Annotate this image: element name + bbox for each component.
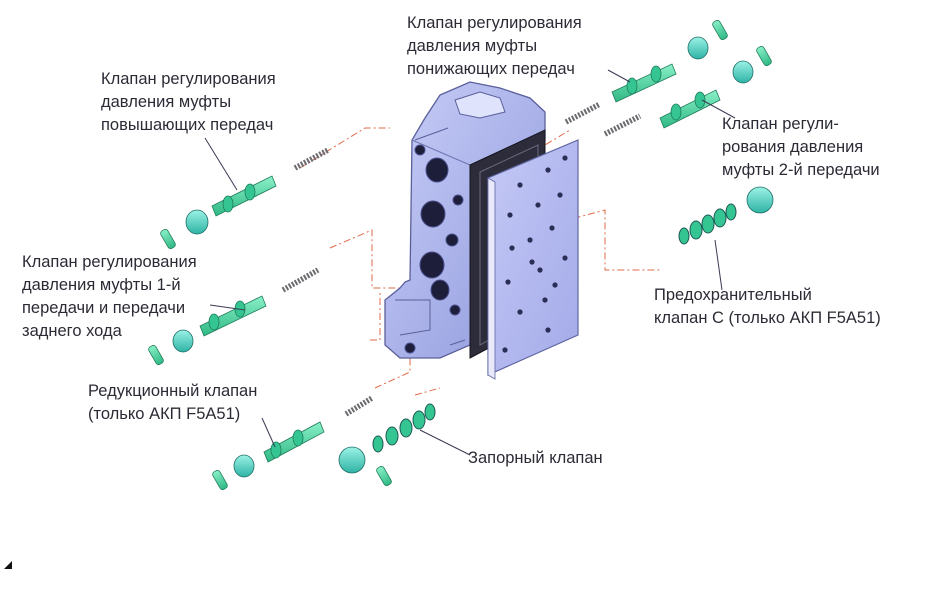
leader-downshift — [607, 69, 631, 83]
label-upshift-clutch-valve: Клапан регулирования давления муфты повы… — [101, 70, 276, 134]
axis-line — [519, 129, 571, 161]
axis-line — [529, 209, 660, 271]
plate-holes — [502, 155, 568, 353]
separator-plate — [487, 139, 579, 380]
label-reducing-valve: Редукционный клапан (только АКП F5A51) — [88, 382, 258, 423]
valve-check-parts — [338, 403, 436, 486]
spring-reducing — [344, 395, 374, 417]
axis-line — [329, 229, 405, 289]
label-safety-valve-c: Предохранительный клапан C (только АКП F… — [654, 286, 881, 327]
valve-reducing-parts — [212, 421, 325, 490]
label-check-valve: Запорный клапан — [468, 449, 603, 467]
leader-safety-c — [714, 239, 723, 291]
valve-safety-c-parts — [678, 186, 774, 245]
axis-line — [414, 387, 441, 396]
valve-upshift-parts — [160, 175, 277, 249]
leader-first-reverse — [209, 304, 246, 311]
corner-marker-icon — [4, 561, 12, 569]
leader-second-gear — [701, 99, 736, 119]
spring-upshift — [293, 147, 330, 171]
valve-downshift-parts — [611, 20, 728, 103]
spring-first-reverse — [281, 267, 320, 293]
axis-line — [374, 356, 411, 389]
leader-upshift — [204, 137, 238, 191]
leader-check — [419, 429, 471, 456]
axis-line — [299, 127, 390, 169]
leader-reducing — [261, 417, 276, 448]
label-downshift-clutch-valve: Клапан регулирования давления муфты пони… — [407, 14, 582, 78]
springs — [281, 101, 642, 417]
valve-second-gear-parts — [659, 46, 772, 129]
label-first-reverse-clutch-valve: Клапан регулирования давления муфты 1-й … — [22, 253, 197, 340]
spring-second-gear — [603, 113, 642, 137]
valve-first-reverse-parts — [148, 295, 267, 365]
axis-line — [370, 290, 381, 341]
spring-downshift — [564, 101, 602, 125]
valve-bores — [404, 144, 464, 354]
leader-lines — [204, 69, 736, 456]
label-second-gear-clutch-valve: Клапан регули- рования давления муфты 2-… — [722, 115, 880, 179]
